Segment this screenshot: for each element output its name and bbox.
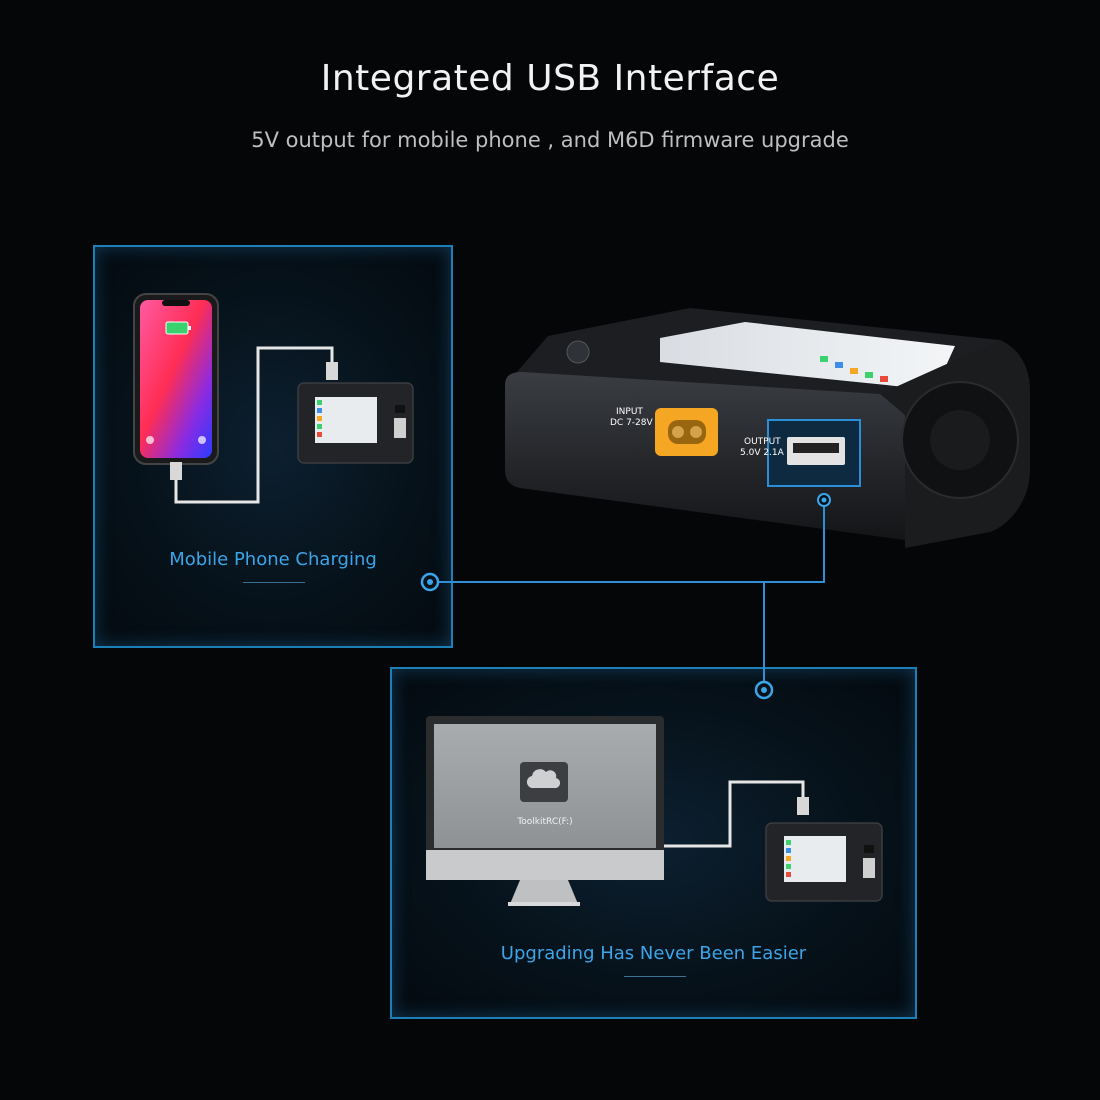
caption-underline: [243, 582, 305, 583]
input-label: INPUT: [616, 407, 643, 417]
caption-underline: [624, 976, 686, 977]
page-title: Integrated USB Interface: [320, 58, 780, 99]
connector-lines: [430, 500, 825, 690]
usb-plug-icon: [326, 362, 338, 380]
smartphone-icon: [133, 293, 219, 465]
m6d-charger-icon: [505, 308, 1030, 548]
usb-plug-icon: [797, 797, 809, 815]
page-subtitle: 5V output for mobile phone , and M6D fir…: [251, 128, 849, 152]
connector-node-dots: [420, 493, 831, 700]
input-spec: DC 7-28V: [610, 418, 654, 428]
upgrade-caption: Upgrading Has Never Been Easier: [500, 943, 807, 964]
lightning-plug-icon: [170, 462, 182, 480]
usb-cable: [174, 346, 334, 504]
desktop-monitor-icon: [426, 716, 664, 906]
charger-mini-icon: [765, 822, 883, 902]
output-spec: 5.0V 2.1A: [740, 448, 785, 458]
charger-mini-icon: [297, 382, 414, 464]
phone-charging-caption: Mobile Phone Charging: [169, 549, 377, 570]
drive-label: ToolkitRC(F:): [516, 817, 572, 827]
output-label: OUTPUT: [744, 437, 781, 447]
usb-cable: [664, 780, 805, 848]
